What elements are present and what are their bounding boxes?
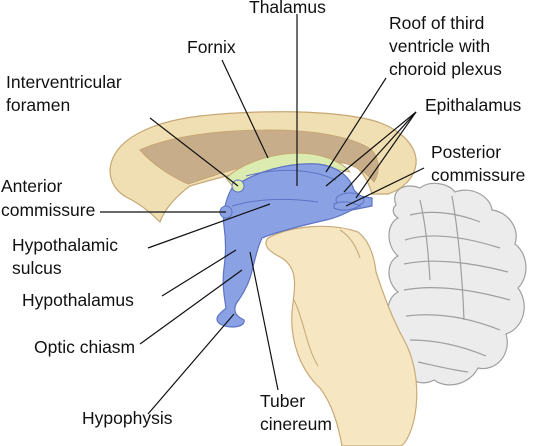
labels: Thalamus Fornix Roof of third ventricle … [1, 0, 525, 434]
pons-contour [293, 299, 319, 367]
leader-roof [325, 77, 387, 173]
leader-interventricular [149, 117, 239, 187]
leader-posterior-commissure [345, 167, 425, 207]
brainstem-shape [265, 225, 418, 446]
label-tuber-line1: Tuber [260, 391, 305, 411]
label-tuber-line2: cinereum [260, 414, 332, 434]
label-roof-line1: Roof of third [389, 13, 484, 33]
label-anterior-line2: commissure [1, 200, 95, 220]
cerebellum-shape [387, 182, 527, 386]
diencephalon-shape [216, 163, 373, 328]
leader-epithalamus-1 [325, 111, 417, 187]
label-optic-chiasm: Optic chiasm [34, 337, 135, 357]
third-ventricle-roof-line [245, 169, 337, 181]
label-roof-line3: choroid plexus [389, 59, 502, 79]
leader-epithalamus-2 [343, 111, 417, 193]
label-hypothalamic-line2: sulcus [12, 258, 62, 278]
leader-epithalamus-3 [355, 111, 417, 199]
label-hypophysis: Hypophysis [82, 408, 173, 428]
label-interventricular-line1: Interventricular [6, 72, 122, 92]
brainstem [265, 225, 418, 446]
leader-optic-chiasm [139, 269, 243, 345]
label-fornix: Fornix [187, 37, 236, 57]
leader-hypophysis [147, 313, 235, 415]
label-hypothalamic-line1: Hypothalamic [12, 235, 118, 255]
label-interventricular-line2: foramen [6, 95, 70, 115]
leader-lines [100, 14, 425, 415]
tectum-contour [339, 229, 361, 259]
label-epithalamus: Epithalamus [425, 95, 522, 115]
cerebellum [387, 182, 527, 386]
label-thalamus: Thalamus [249, 0, 326, 17]
leader-fornix [221, 59, 269, 159]
leader-hypothalamus [161, 249, 237, 297]
hypothalamic-sulcus-line [231, 198, 319, 207]
lateral-ventricle [139, 129, 379, 185]
label-anterior-line1: Anterior [1, 176, 62, 196]
leader-tuber-cinereum [249, 251, 279, 391]
label-roof-line2: ventricle with [389, 36, 490, 56]
label-hypothalamus: Hypothalamus [22, 290, 134, 310]
leader-hypothalamic-sulcus [147, 203, 271, 249]
cerebellum-folia [403, 195, 511, 373]
label-posterior-line1: Posterior [431, 142, 501, 162]
label-posterior-line2: commissure [431, 165, 525, 185]
